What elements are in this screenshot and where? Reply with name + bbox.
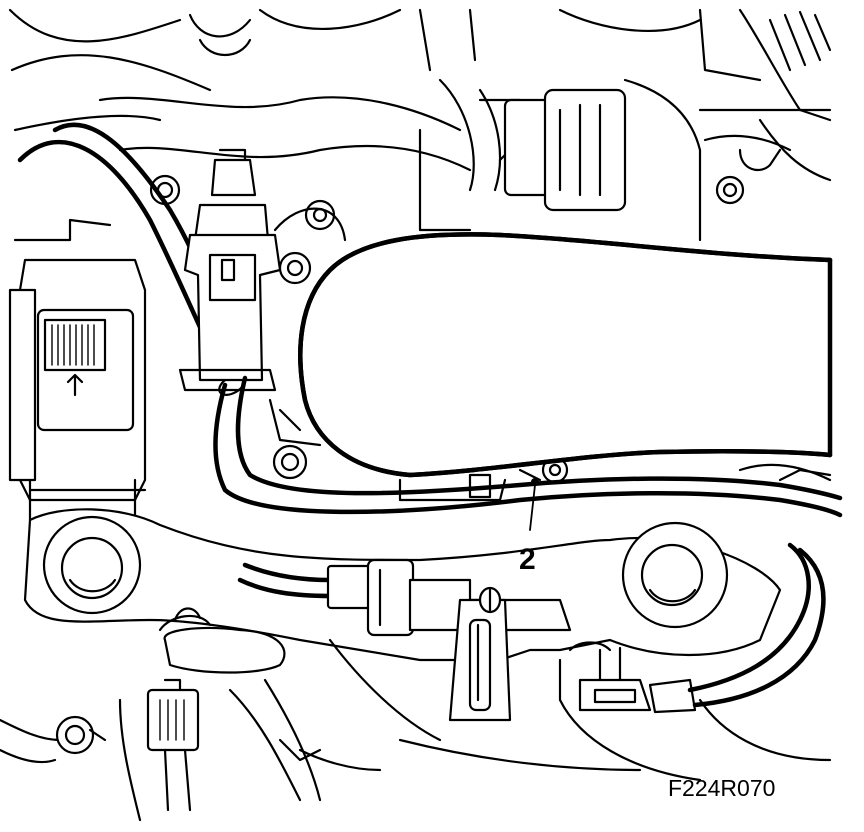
lower-right-parts [298, 463, 832, 782]
left-electrical-connector [8, 218, 147, 522]
vacuum-hose-lower [213, 375, 843, 518]
lower-left-components [0, 607, 322, 822]
vacuum-fitting-center [237, 558, 572, 722]
sensor-connector-upper [178, 148, 282, 392]
figure-id: F224R070 [668, 775, 775, 801]
throttle-housing [268, 207, 542, 502]
upper-engine-parts [8, 8, 832, 242]
leader-dot [531, 478, 539, 486]
mounting-bolts [149, 174, 569, 484]
callout-label: 2 [519, 543, 536, 576]
right-small-connector [568, 542, 826, 714]
callout-2: 2 [519, 478, 539, 576]
intake-air-hose [298, 232, 833, 478]
